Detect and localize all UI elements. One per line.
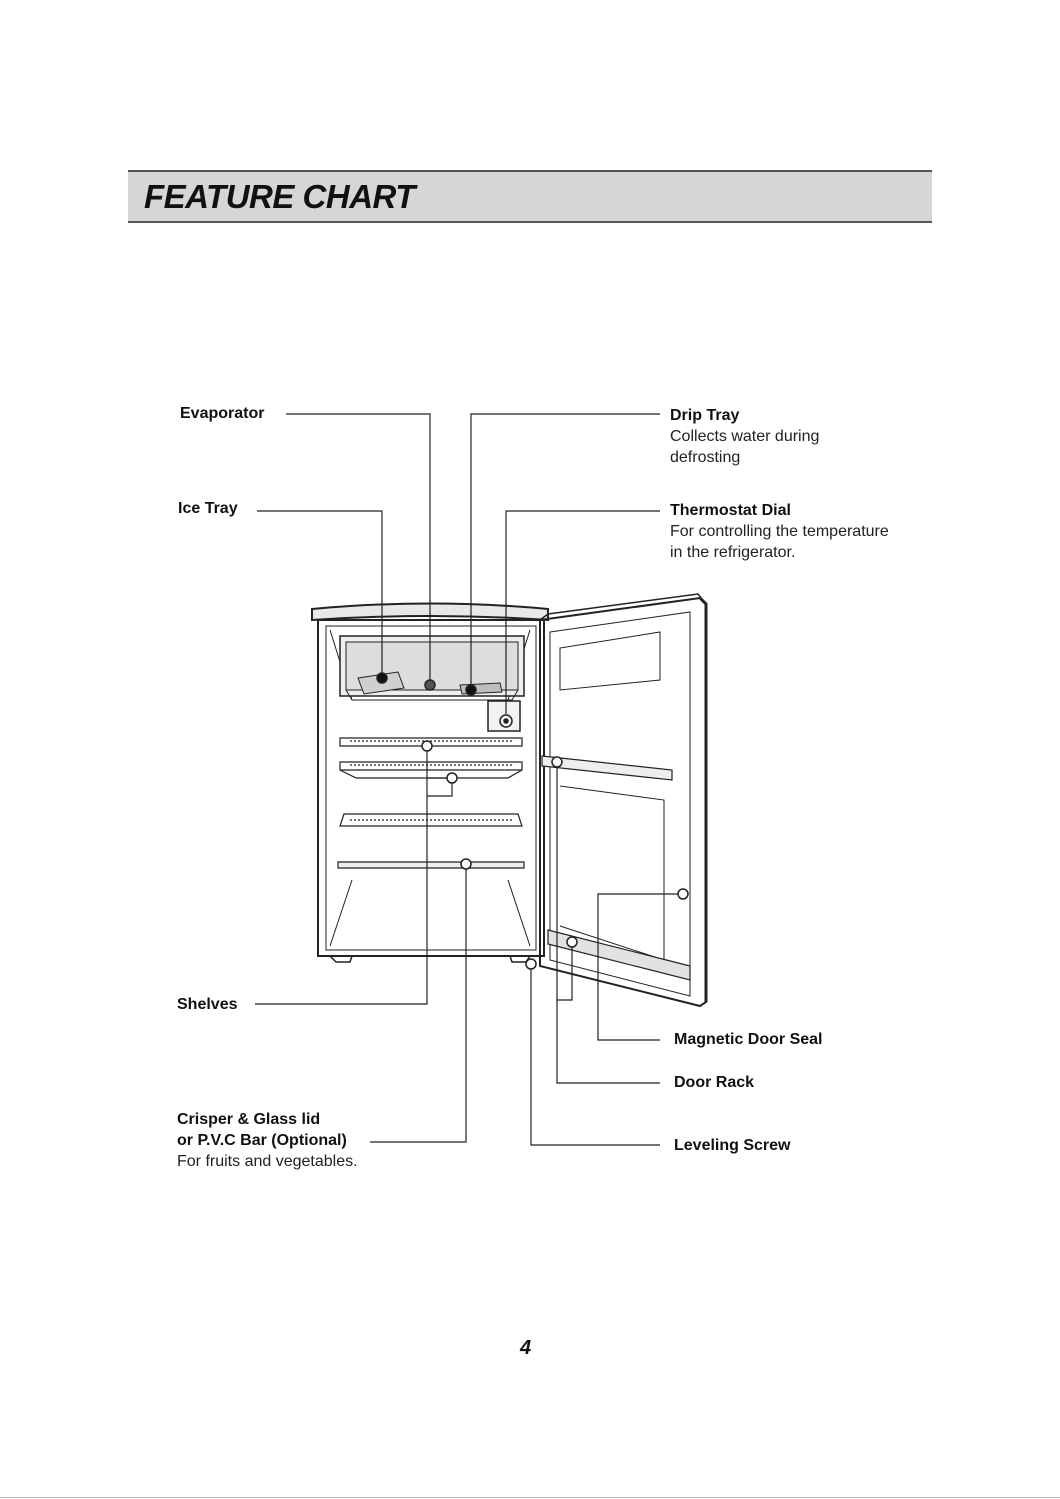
- page-number: 4: [520, 1337, 531, 1360]
- door: [540, 594, 706, 1006]
- thermostat-housing: [488, 701, 520, 731]
- crisper-label: Crisper & Glass lid or P.V.C Bar (Option…: [177, 1109, 358, 1172]
- thermostat-dial-label: Thermostat Dial For controlling the temp…: [670, 500, 889, 563]
- evaporator-label: Evaporator: [180, 403, 264, 424]
- freezer-compartment: [340, 636, 524, 700]
- magnetic-door-seal-label: Magnetic Door Seal: [674, 1029, 822, 1050]
- callout-markers: [377, 673, 688, 969]
- shelves-label: Shelves: [177, 994, 237, 1015]
- door-rack-label: Door Rack: [674, 1072, 754, 1093]
- leader-lines: [255, 414, 683, 1145]
- bottom-rule: [0, 1497, 1060, 1498]
- drip-tray-label: Drip Tray Collects water during defrosti…: [670, 405, 819, 468]
- shelves: [338, 738, 524, 868]
- leveling-screw-label: Leveling Screw: [674, 1135, 791, 1156]
- ice-tray-label: Ice Tray: [178, 498, 238, 519]
